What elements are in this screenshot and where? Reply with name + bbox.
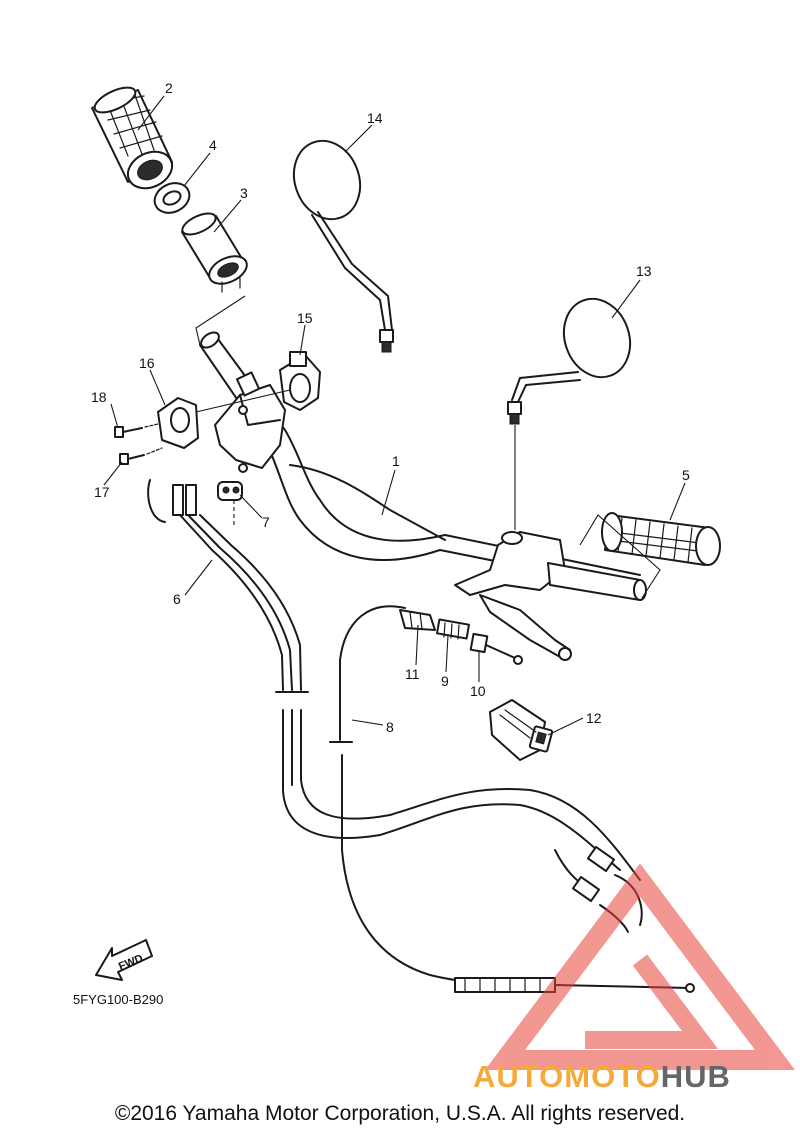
throttle-clamp-upper[interactable] [279,351,321,411]
callout-1: 1 [392,453,400,469]
mirror-right[interactable] [507,289,641,425]
callout-12: 12 [586,710,602,726]
switch-housing[interactable] [214,371,286,469]
throttle-clamp-lower[interactable] [157,389,291,449]
adjuster-11[interactable] [399,609,436,631]
callout-labels: 1 2 3 4 5 6 7 8 9 10 11 12 13 14 15 16 1… [91,80,690,735]
screw-17[interactable] [119,447,163,465]
callout-9: 9 [441,673,449,689]
adjuster-nut-10[interactable] [469,632,523,665]
callout-4: 4 [209,137,217,153]
clutch-switch[interactable] [489,699,554,761]
callout-15: 15 [297,310,313,326]
callout-7: 7 [262,514,270,530]
mirror-left[interactable] [283,131,394,353]
grip-washer[interactable] [150,178,194,219]
watermark-part-b: HUB [661,1059,731,1094]
callout-16: 16 [139,355,155,371]
clutch-lever-holder[interactable] [454,531,647,661]
left-grip[interactable] [601,512,721,566]
watermark-logo [485,863,795,1070]
watermark-part-a: AUTOMOTO [473,1059,661,1094]
diagram-code: 5FYG100-B290 [73,992,163,1007]
clutch-cable[interactable] [329,605,695,993]
callout-5: 5 [682,467,690,483]
throttle-tube[interactable] [179,209,251,293]
callout-6: 6 [173,591,181,607]
watermark-text: AUTOMOTOHUB [473,1059,731,1094]
throttle-cable[interactable] [147,479,643,933]
cable-holder[interactable] [217,481,243,528]
callout-18: 18 [91,389,107,405]
copyright-notice: ©2016 Yamaha Motor Corporation, U.S.A. A… [114,1102,686,1125]
forward-arrow: FWD [95,939,153,981]
callout-2: 2 [165,80,173,96]
callout-17: 17 [94,484,110,500]
handlebar[interactable] [198,329,641,591]
screw-18[interactable] [114,423,159,438]
callout-14: 14 [367,110,383,126]
adjuster-9[interactable] [436,618,470,640]
callout-13: 13 [636,263,652,279]
callout-8: 8 [386,719,394,735]
callout-leaders [103,95,686,736]
svg-text:AUTOMOTOHUB: AUTOMOTOHUB [473,1059,731,1094]
callout-10: 10 [470,683,486,699]
callout-3: 3 [240,185,248,201]
throttle-grip[interactable] [91,83,178,196]
callout-11: 11 [405,666,420,682]
